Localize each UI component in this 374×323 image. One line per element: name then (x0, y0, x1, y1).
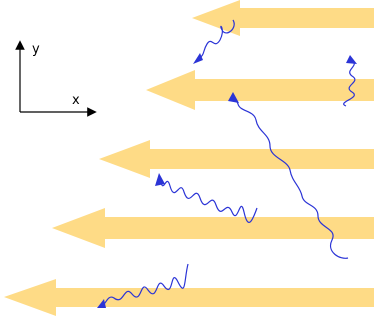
arrow-1 (192, 0, 374, 36)
axes-indicator: y x (15, 40, 97, 117)
arrow-group (4, 0, 374, 316)
arrow-2 (146, 70, 374, 110)
arrow-3 (99, 140, 374, 178)
wave-5-head (97, 299, 106, 308)
wave-3 (233, 95, 349, 259)
wave-1 (196, 19, 235, 61)
wave-2 (343, 59, 356, 107)
wave-2-head (346, 55, 357, 64)
wave-3-head (228, 92, 239, 103)
wave-5 (101, 263, 189, 307)
wave-4-head (155, 173, 165, 186)
y-axis-label: y (32, 42, 40, 57)
arrow-4 (52, 208, 374, 248)
x-axis-label: x (72, 93, 80, 108)
arrow-5 (4, 279, 374, 316)
wave-4 (159, 179, 258, 223)
wave-1-head (193, 53, 203, 64)
wave-group (97, 19, 357, 308)
